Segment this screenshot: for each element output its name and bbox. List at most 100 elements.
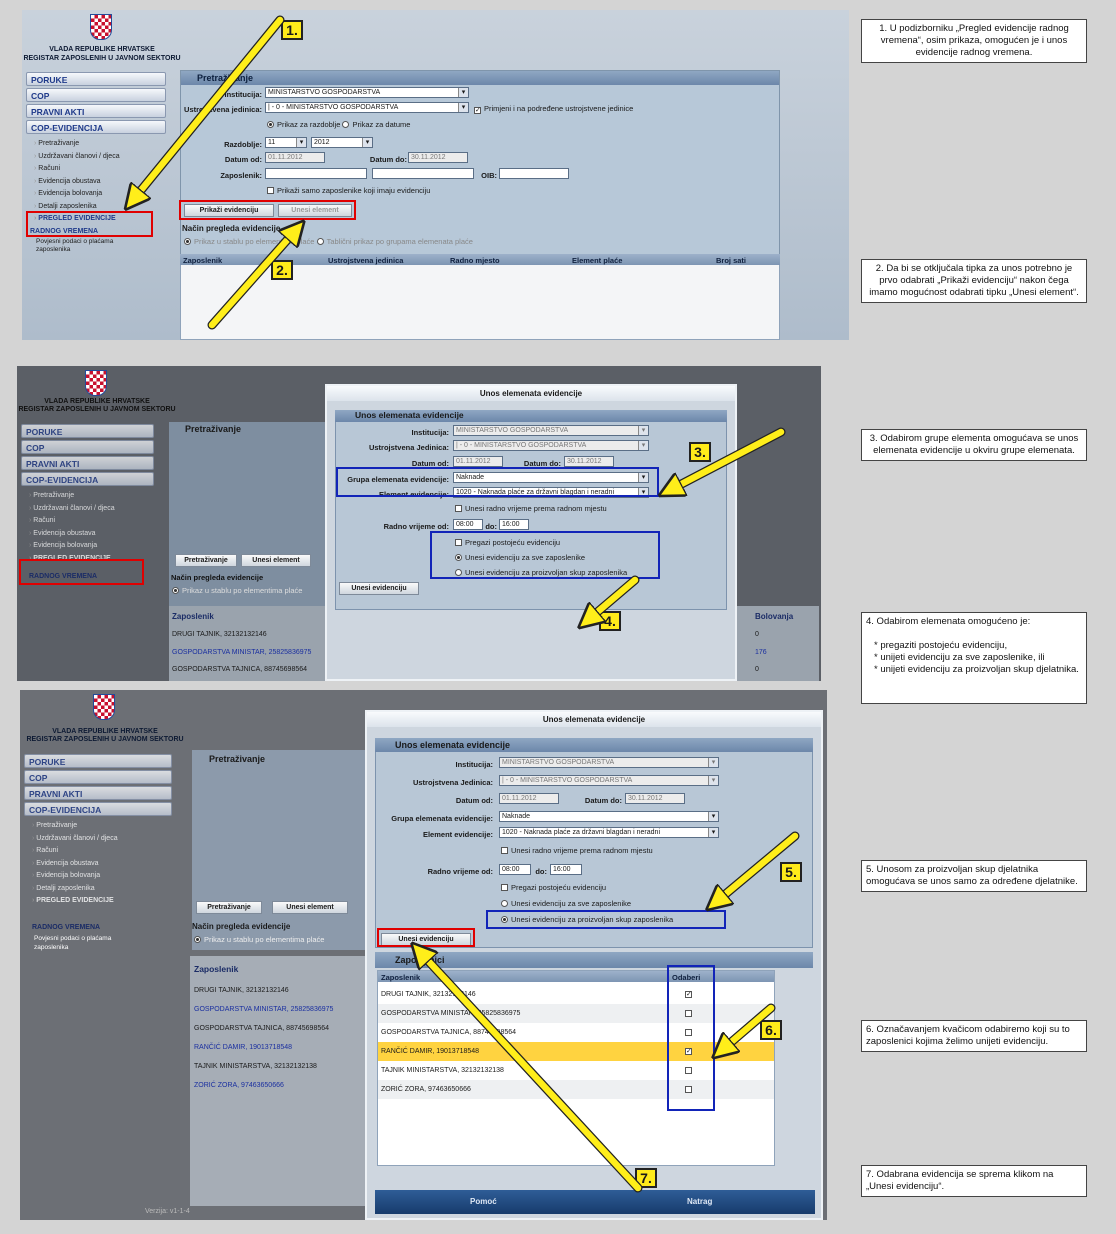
table-row[interactable]: DRUGI TAJNIK, 32132132146✓: [378, 985, 774, 1004]
datum-od-input[interactable]: 01.11.2012: [265, 152, 325, 163]
d3-grupa-select[interactable]: Naknade: [499, 811, 719, 822]
nav3-item-povjesni[interactable]: Povjesni podaci o plaćama: [34, 935, 112, 942]
table-row[interactable]: GOSPODARSTVA TAJNICA, 88745698564: [378, 1023, 774, 1042]
d2-grupa-select[interactable]: Naknade: [453, 472, 649, 483]
zaposlenik-input-2[interactable]: [372, 168, 474, 179]
grid3-row-1[interactable]: DRUGI TAJNIK, 32132132146: [194, 987, 289, 994]
oib-input[interactable]: [499, 168, 569, 179]
nav2-poruke[interactable]: PORUKE: [21, 424, 154, 438]
nav2-cop[interactable]: COP: [21, 440, 154, 454]
grid3-row-2[interactable]: GOSPODARSTVA MINISTAR, 25825836975: [194, 1006, 334, 1013]
nacin-tablicni-radio[interactable]: [316, 238, 324, 245]
mjesec-select[interactable]: 11: [265, 137, 307, 148]
d2-pregazi-checkbox[interactable]: [455, 539, 462, 546]
odaberi-checkbox[interactable]: ✓: [685, 991, 692, 998]
datum-do-input[interactable]: 30.11.2012: [408, 152, 468, 163]
nav3-item-bolovanja[interactable]: Evidencija bolovanja: [32, 870, 172, 883]
odaberi-checkbox[interactable]: ✓: [685, 1048, 692, 1055]
pomoc-button[interactable]: Pomoć: [470, 1197, 497, 1206]
col-odaberi[interactable]: Odaberi: [672, 973, 701, 982]
d3-unesi-radno-checkbox[interactable]: [501, 847, 508, 854]
d3-radno-od[interactable]: 08:00: [499, 864, 531, 875]
nav-item-bolovanja[interactable]: Evidencija bolovanja: [34, 188, 166, 201]
zaposlenik-input[interactable]: [265, 168, 367, 179]
nacin3-radio[interactable]: [194, 936, 201, 943]
grid2-col-bolovanja[interactable]: Bolovanja: [755, 612, 794, 621]
d3-pregazi-checkbox[interactable]: [501, 884, 508, 891]
d2-radno-od[interactable]: 08:00: [453, 519, 483, 530]
d2-datum-od-input[interactable]: 01.11.2012: [453, 456, 503, 467]
nav2-item-bolovanja[interactable]: Evidencija bolovanja: [29, 540, 154, 553]
unesi-element-button-2[interactable]: Unesi element: [241, 554, 311, 567]
col-zaposlenik-3[interactable]: Zaposlenik: [381, 973, 421, 982]
unesi-element-button[interactable]: Unesi element: [278, 204, 352, 217]
grid2-col-zaposlenik[interactable]: Zaposlenik: [172, 612, 214, 621]
odaberi-checkbox[interactable]: [685, 1067, 692, 1074]
nacin-stablo-radio[interactable]: [184, 238, 191, 245]
grid3-row-4[interactable]: RANČIĆ DAMIR, 19013718548: [194, 1044, 293, 1051]
natrag-button[interactable]: Natrag: [687, 1197, 713, 1206]
nav-cop-evidencija[interactable]: COP-EVIDENCIJA: [26, 120, 166, 134]
godina-select[interactable]: 2012: [311, 137, 373, 148]
nav-item-pregled-evidencije[interactable]: PREGLED EVIDENCIJE: [34, 213, 166, 226]
grid3-row-5[interactable]: TAJNIK MINISTARSTVA, 32132132138: [194, 1063, 317, 1070]
col-radno-mjesto[interactable]: Radno mjesto: [450, 256, 500, 265]
d2-sve-radio[interactable]: [455, 554, 462, 561]
d2-unesi-radno-checkbox[interactable]: [455, 505, 462, 512]
odaberi-checkbox[interactable]: [685, 1010, 692, 1017]
nav-poruke[interactable]: PORUKE: [26, 72, 166, 86]
nav-item-pretrazivanje[interactable]: Pretraživanje: [34, 138, 166, 151]
d3-proizv-radio[interactable]: [501, 916, 508, 923]
d2-unesi-evidenciju-button[interactable]: Unesi evidenciju: [339, 582, 419, 595]
nav3-item-detalji[interactable]: Detalji zaposlenika: [32, 883, 172, 896]
nav3-item-uzdrzavani[interactable]: Uzdržavani članovi / djeca: [32, 833, 172, 846]
pretrazivanje-button-3[interactable]: Pretraživanje: [196, 901, 262, 914]
nav2-item-racuni[interactable]: Računi: [29, 515, 154, 528]
odaberi-checkbox[interactable]: [685, 1029, 692, 1036]
grid3-col-zaposlenik[interactable]: Zaposlenik: [194, 964, 239, 974]
nacin2-radio[interactable]: [172, 587, 179, 594]
nav-pravni-akti[interactable]: PRAVNI AKTI: [26, 104, 166, 118]
prikaz-datume-radio[interactable]: [342, 121, 350, 128]
col-broj-sati[interactable]: Broj sati: [716, 256, 747, 265]
grid2-row-2[interactable]: GOSPODARSTVA MINISTAR, 25825836975: [172, 649, 312, 656]
d2-element-select[interactable]: 1020 - Naknada plaće za državni blagdan …: [453, 487, 649, 498]
nav2-copev[interactable]: COP-EVIDENCIJA: [21, 472, 154, 486]
nav-item-uzdrzavani[interactable]: Uzdržavani članovi / djeca: [34, 151, 166, 164]
d3-datum-do-input[interactable]: 30.11.2012: [625, 793, 685, 804]
ustroj-select[interactable]: | - 0 - MINISTARSTVO GOSPODARSTVA: [265, 102, 469, 113]
col-element[interactable]: Element plaće: [572, 256, 623, 265]
grid2-row-1[interactable]: DRUGI TAJNIK, 32132132146: [172, 631, 267, 638]
unesi-element-button-3[interactable]: Unesi element: [272, 901, 348, 914]
nav3-cop[interactable]: COP: [24, 770, 172, 784]
grid2-row-3[interactable]: GOSPODARSTVA TAJNICA, 88745698564: [172, 666, 308, 673]
odaberi-checkbox[interactable]: [685, 1086, 692, 1093]
nav3-poruke[interactable]: PORUKE: [24, 754, 172, 768]
d3-element-select[interactable]: 1020 - Naknada plaće za državni blagdan …: [499, 827, 719, 838]
nav-item-racuni[interactable]: Računi: [34, 163, 166, 176]
nav-cop[interactable]: COP: [26, 88, 166, 102]
prikaz-razdoblje-radio[interactable]: [267, 121, 274, 128]
d3-datum-od-input[interactable]: 01.11.2012: [499, 793, 559, 804]
col-zaposlenik[interactable]: Zaposlenik: [183, 256, 223, 265]
nav3-item-pregled[interactable]: PREGLED EVIDENCIJE: [32, 895, 172, 908]
d2-proizv-radio[interactable]: [455, 569, 462, 576]
nav2-pravni[interactable]: PRAVNI AKTI: [21, 456, 154, 470]
d3-sve-radio[interactable]: [501, 900, 508, 907]
d2-radno-do[interactable]: 16:00: [499, 519, 529, 530]
nav2-item-pregled[interactable]: PREGLED EVIDENCIJE: [29, 553, 154, 566]
nav3-pravni[interactable]: PRAVNI AKTI: [24, 786, 172, 800]
col-ustroj[interactable]: Ustrojstvena jedinica: [328, 256, 404, 265]
nav3-item-obustave[interactable]: Evidencija obustava: [32, 858, 172, 871]
grid3-row-3[interactable]: GOSPODARSTVA TAJNICA, 88745698564: [194, 1025, 330, 1032]
d3-institucija-select[interactable]: MINISTARSTVO GOSPODARSTVA: [499, 757, 719, 768]
pretrazivanje-button-2[interactable]: Pretraživanje: [175, 554, 237, 567]
nav3-copev[interactable]: COP-EVIDENCIJA: [24, 802, 172, 816]
nav3-item-racuni[interactable]: Računi: [32, 845, 172, 858]
d2-datum-do-input[interactable]: 30.11.2012: [564, 456, 614, 467]
table-row[interactable]: ZORIĆ ZORA, 97463650666: [378, 1080, 774, 1099]
d3-radno-do[interactable]: 16:00: [550, 864, 582, 875]
d2-institucija-select[interactable]: MINISTARSTVO GOSPODARSTVA: [453, 425, 649, 436]
samo-checkbox[interactable]: [267, 187, 274, 194]
d3-ustroj-select[interactable]: | - 0 - MINISTARSTVO GOSPODARSTVA: [499, 775, 719, 786]
